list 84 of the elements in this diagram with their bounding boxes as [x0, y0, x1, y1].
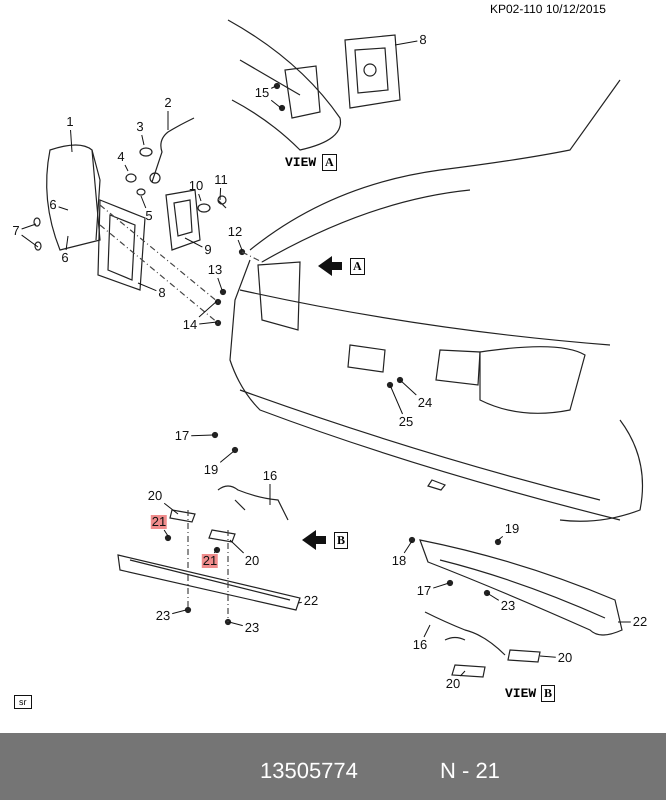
callout-number: 13 — [206, 263, 224, 277]
leader-line — [460, 670, 466, 676]
callout-number: 23 — [500, 599, 516, 613]
leader-line — [21, 224, 36, 230]
callout-number: 21 — [202, 554, 218, 568]
leader-line — [21, 234, 38, 248]
leader-line — [198, 300, 218, 318]
leader-line — [220, 450, 234, 463]
leader-line — [404, 540, 412, 554]
leader-line — [217, 278, 222, 290]
leader-line — [190, 434, 214, 436]
callout-number: 23 — [244, 621, 260, 635]
leader-line — [432, 582, 450, 589]
leader-line — [496, 536, 504, 542]
callout-number: 15 — [254, 86, 270, 100]
leader-line — [172, 610, 186, 614]
callout-number: 6 — [60, 251, 70, 265]
callout-number: 17 — [174, 429, 190, 443]
callout-number: 20 — [556, 651, 574, 665]
leader-line — [298, 602, 302, 604]
leader-line — [390, 384, 404, 414]
leader-line — [220, 188, 222, 200]
callout-number: 20 — [146, 489, 164, 503]
callout-number: 7 — [11, 224, 21, 238]
leader-line — [124, 164, 128, 172]
leader-line — [230, 540, 244, 554]
leader-line — [270, 100, 282, 108]
callout-number: 9 — [203, 243, 213, 257]
leader-line — [394, 40, 418, 46]
callout-number: 16 — [262, 469, 278, 483]
callout-number: 10 — [188, 179, 204, 193]
callout-number: 20 — [444, 677, 462, 691]
callout-number: 12 — [226, 225, 244, 239]
view-letter: A — [322, 154, 337, 171]
view-label: VIEW — [505, 686, 536, 701]
callout-number: 5 — [144, 209, 154, 223]
leader-line — [141, 134, 144, 146]
leader-line — [214, 548, 218, 554]
leader-line — [164, 530, 168, 536]
leader-line — [58, 206, 68, 210]
callout-number: 19 — [202, 463, 220, 477]
callout-number: 21 — [150, 515, 168, 529]
callout-number: 24 — [416, 396, 434, 410]
leader-line — [540, 656, 556, 658]
leader-line — [228, 622, 244, 626]
leader-line — [198, 194, 202, 202]
leader-line — [138, 282, 157, 292]
leader-line — [198, 322, 218, 324]
leader-line — [238, 240, 242, 250]
callout-number: 4 — [116, 150, 126, 164]
callout-reference: N - 21 — [440, 758, 500, 784]
part-number: 13505774 — [260, 758, 358, 784]
leader-line — [270, 86, 276, 89]
leader-line — [140, 196, 146, 208]
leader-line — [400, 380, 417, 396]
callout-number: 8 — [418, 33, 428, 47]
leader-line — [424, 624, 430, 638]
callout-number: 20 — [244, 554, 260, 568]
callout-number: 6 — [48, 198, 58, 212]
callout-number: 3 — [135, 120, 145, 134]
callout-number: 17 — [416, 584, 432, 598]
view-label: VIEW — [285, 155, 316, 170]
code-tag: sr — [14, 695, 32, 709]
leader-line — [164, 502, 178, 514]
callout-number: 19 — [504, 522, 520, 536]
leader-line — [486, 592, 500, 601]
drawing-reference: KP02-110 10/12/2015 — [490, 2, 606, 16]
callout-number: 14 — [182, 318, 198, 332]
view-letter: B — [334, 532, 348, 549]
callout-number: 23 — [154, 609, 172, 623]
view-letter: B — [541, 685, 556, 702]
callout-number: 11 — [213, 173, 229, 187]
callout-number: 18 — [390, 554, 408, 568]
leader-line — [184, 238, 203, 248]
callout-number: 16 — [412, 638, 428, 652]
callout-number: 2 — [163, 96, 173, 110]
callout-number: 1 — [65, 115, 75, 129]
callout-number: 22 — [302, 594, 320, 608]
callout-number: 22 — [632, 615, 648, 629]
leader-line — [70, 130, 72, 152]
callout-number: 8 — [157, 286, 167, 300]
callout-number: 25 — [398, 415, 414, 429]
view-letter: A — [350, 258, 365, 275]
leader-line — [66, 236, 68, 250]
